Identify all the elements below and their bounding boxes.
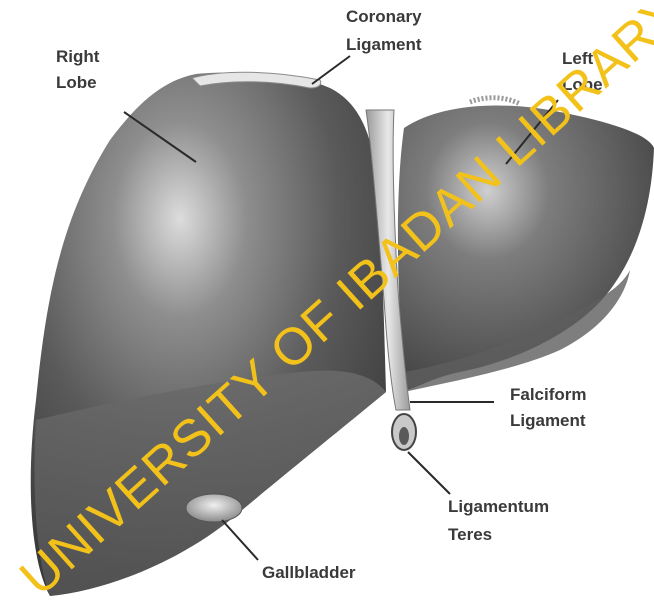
gallbladder-leader bbox=[222, 520, 258, 560]
ligamentum-teres-leader bbox=[408, 452, 450, 494]
ligamentum-teres-inner bbox=[399, 427, 409, 445]
left-coronary-fringe bbox=[470, 98, 520, 104]
label-falciform-ligament: Falciform Ligament bbox=[510, 385, 591, 430]
label-ligamentum-teres: Ligamentum Teres bbox=[448, 497, 554, 544]
label-gallbladder: Gallbladder bbox=[262, 563, 356, 582]
coronary-ligament-leader bbox=[312, 56, 350, 84]
gallbladder-shape bbox=[186, 494, 242, 522]
label-coronary-ligament: Coronary Ligament bbox=[346, 7, 426, 54]
label-right-lobe: Right Lobe bbox=[56, 47, 104, 92]
